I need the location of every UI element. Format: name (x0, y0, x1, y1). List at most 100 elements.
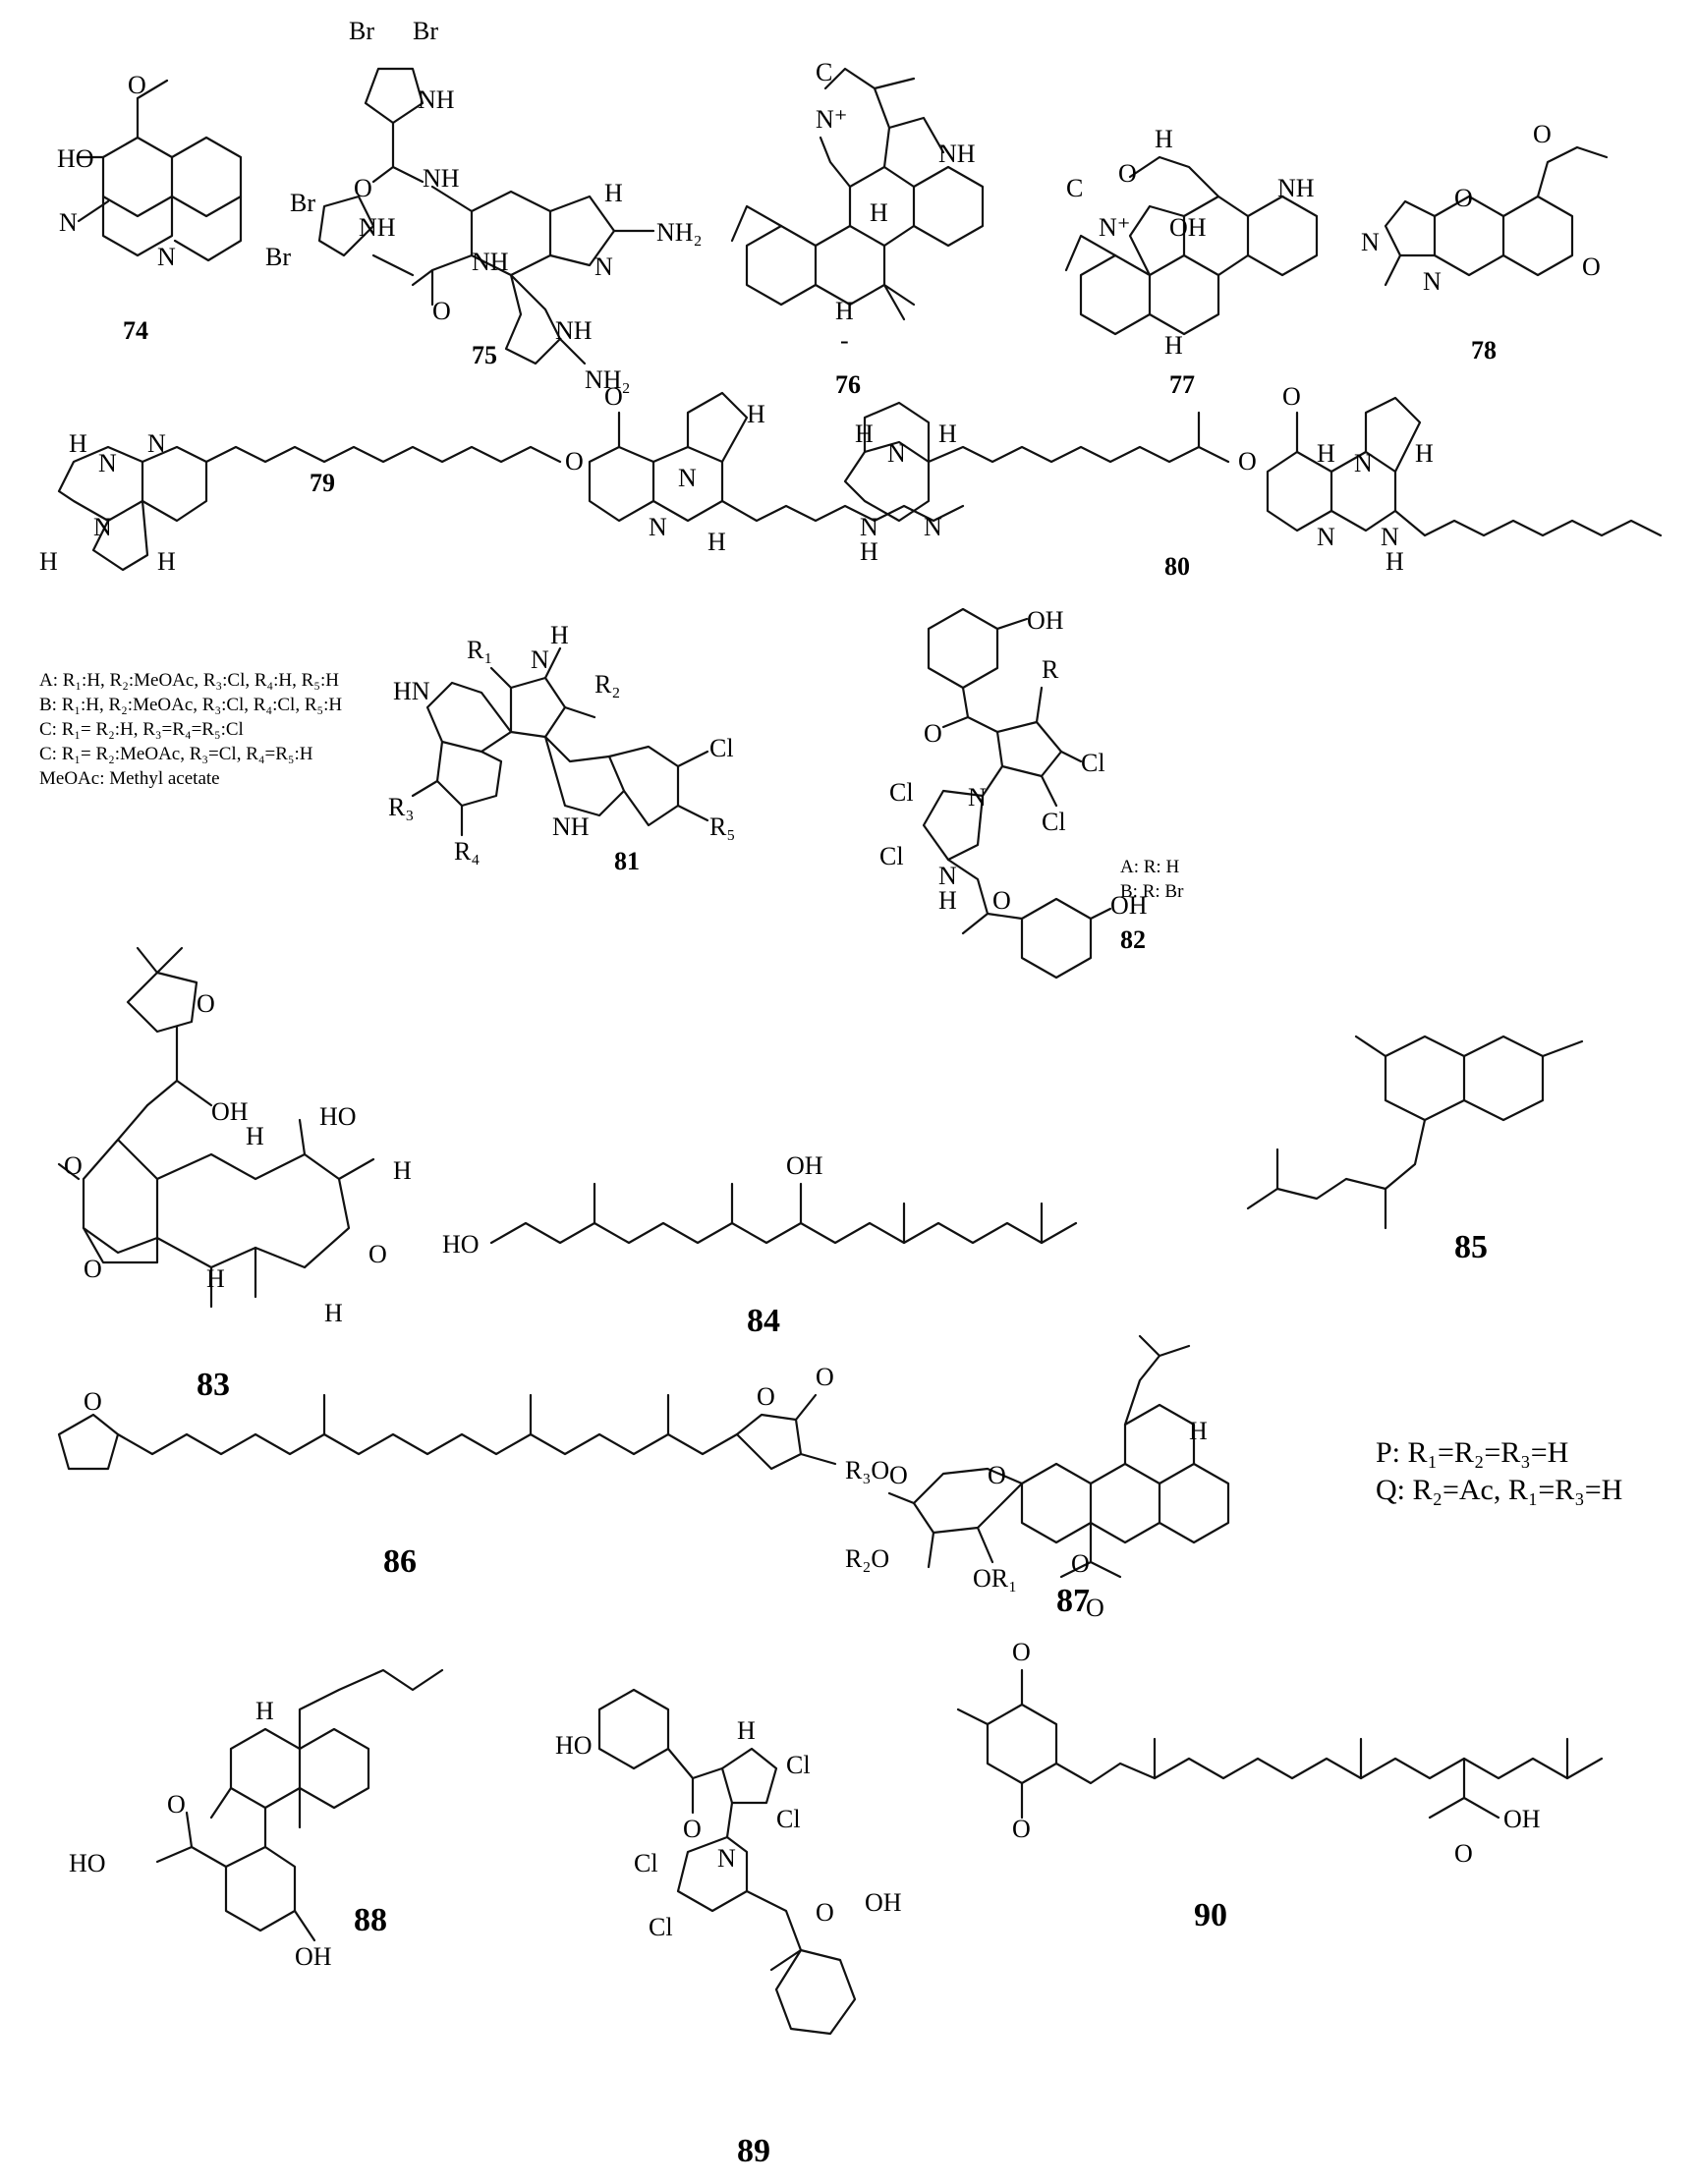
hydroxyl-label-77: OH (1169, 213, 1207, 242)
nitrogen-label-74a: N (59, 208, 78, 237)
nh-label-82: N (938, 862, 957, 890)
compound-label-76: 76 (835, 370, 861, 399)
legend-81-line-a: A: R₁:H, R₂:MeOAc, R₃:Cl, R₄:H, R₅:H (39, 670, 339, 691)
hydrogen-label-76a: H (870, 198, 888, 227)
hn-label-81: HN (393, 677, 430, 705)
hydrogen-label-80c: H (860, 537, 878, 566)
oxygen-label-74: O (128, 71, 146, 99)
oxygen-label-83b: O (64, 1151, 83, 1180)
legend-87-line-p: P: R₁=R₂=R₃=H (1376, 1436, 1569, 1469)
oxygen-label-83c: O (84, 1255, 102, 1283)
nitrogen-label-78a: N (1361, 228, 1380, 256)
bromine-label-75a: Br (349, 17, 374, 45)
legend-81-line-c1: C: R₁= R₂:H, R₃=R₄=R₅:Cl (39, 719, 244, 740)
hydroxyl-label-84a: HO (442, 1230, 480, 1259)
r4-label-81: R₄ (454, 837, 480, 866)
hydrogen-label-79c: H (157, 547, 176, 576)
nitrogen-label-78b: N (1423, 267, 1442, 296)
legend-82-line-b: B: R: Br (1120, 881, 1184, 902)
compound-76-structure: N⁺ C NH H H - 76 (730, 58, 985, 399)
compound-86-structure: O O O 86 (57, 1363, 837, 1580)
chlorine-label-89d: Cl (649, 1913, 673, 1941)
compound-label-87: 87 (1056, 1583, 1090, 1619)
r3o-label-87: R₃O (845, 1456, 889, 1484)
hydrogen-label-83c: H (206, 1264, 225, 1293)
r3-label-81: R₃ (388, 793, 414, 821)
hydrogen-label-79b: H (39, 547, 58, 576)
compound-label-75: 75 (472, 341, 497, 369)
nitrogen-label-74b: N (157, 243, 176, 271)
r1-label-81: R₁ (467, 636, 492, 664)
minus-label-76: - (840, 326, 849, 355)
oxygen-label-75b: O (432, 297, 451, 325)
chlorine-label-89b: Cl (776, 1805, 801, 1833)
oxygen-label-82a: O (924, 719, 942, 748)
nh-label-77: NH (1277, 174, 1315, 202)
hydrogen-label-83b: H (393, 1156, 412, 1185)
oxygen-label-78a: O (1454, 184, 1473, 212)
hydrogen-label-82: H (938, 886, 957, 915)
nitrogen-label-75: N (594, 252, 613, 281)
n-label-89: N (717, 1844, 736, 1873)
legend-87-line-q: Q: R₂=Ac, R₁=R₃=H (1376, 1474, 1623, 1506)
compound-label-84: 84 (747, 1303, 780, 1339)
oxygen-label-87b: O (988, 1461, 1006, 1489)
hydrogen-label-80b: H (938, 420, 957, 448)
chlorine-label-82b: Cl (1042, 808, 1066, 836)
hydrogen-label-80f: H (1386, 547, 1404, 576)
oxygen-label-82b: O (992, 886, 1011, 915)
nplus-label-77: N⁺ (1099, 213, 1131, 242)
hydroxyl-label-84b: OH (786, 1151, 823, 1180)
legend-87: P: R₁=R₂=R₃=H Q: R₂=Ac, R₁=R₃=H (1376, 1434, 1622, 1509)
compound-90-structure: O O O OH 90 (956, 1638, 1604, 1933)
oxygen-label-75a: O (354, 174, 372, 202)
compound-label-89: 89 (737, 2133, 770, 2169)
nplus-label-76: N⁺ (816, 105, 848, 134)
hydroxyl-label-82b: OH (1110, 891, 1148, 920)
compound-87-structure: O O R₃O R₂O OR₁ O O H 87 (845, 1334, 1230, 1622)
compound-label-88: 88 (354, 1902, 387, 1938)
nitrogen-label-79b: N (147, 429, 166, 458)
hydrogen-label-88: H (255, 1697, 274, 1725)
compound-label-74: 74 (123, 316, 148, 345)
hydroxyl-label-90: OH (1503, 1805, 1541, 1833)
chlorine-label-81: Cl (709, 734, 734, 762)
oxygen-label-77: O (1118, 159, 1137, 188)
legend-82: A: R: H B: R: Br (1120, 855, 1183, 904)
legend-81-line-c2: C: R₁= R₂:MeOAc, R₃=Cl, R₄=R₅:H (39, 744, 313, 764)
nitrogen-label-80a: N (887, 439, 906, 468)
carbon-label-76: C (816, 58, 832, 86)
oxygen-label-90b: O (1012, 1815, 1031, 1843)
compound-label-83: 83 (197, 1367, 230, 1403)
compound-label-90: 90 (1194, 1897, 1227, 1933)
hydrogen-label-80e: H (1415, 439, 1434, 468)
compound-80-structure: H H N N H N O O H H N N N H 80 (843, 382, 1663, 581)
bromine-label-75b: Br (413, 17, 438, 45)
hydrogen-label-87: H (1189, 1417, 1208, 1445)
nh2-label-75a: NH₂ (656, 218, 703, 247)
n-label-82a: N (968, 783, 987, 812)
r5-label-81: R₅ (709, 812, 735, 841)
r-label-82: R (1042, 655, 1059, 684)
oxygen-label-86b: O (757, 1382, 775, 1411)
oxygen-label-89a: O (683, 1815, 702, 1843)
nh-label-75b: NH (423, 164, 460, 193)
r2o-label-87: R₂O (845, 1544, 889, 1573)
oxygen-label-83a: O (197, 989, 215, 1018)
hydroxyl-label-74: HO (57, 144, 94, 173)
oxygen-label-86c: O (816, 1363, 834, 1391)
chlorine-label-82c: Cl (889, 778, 914, 807)
nitrogen-label-79c: N (93, 513, 112, 541)
compound-label-82: 82 (1120, 925, 1146, 954)
compound-75-structure: Br Br NH O NH Br Br NH NH O H NH₂ N NH N… (265, 17, 703, 394)
or1-label-87: OR₁ (973, 1564, 1017, 1593)
compound-77-structure: O N⁺ C H OH NH H 77 (1064, 125, 1319, 399)
nitrogen-label-79e: N (649, 513, 667, 541)
hydroxyl-label-88a: HO (69, 1849, 106, 1877)
chlorine-label-89a: Cl (786, 1751, 811, 1779)
nh-label-75c: NH (359, 213, 396, 242)
compound-74-structure: HO O N N 74 (57, 71, 243, 345)
nh-label-76: NH (938, 140, 976, 168)
nitrogen-label-80e: N (1317, 523, 1335, 551)
